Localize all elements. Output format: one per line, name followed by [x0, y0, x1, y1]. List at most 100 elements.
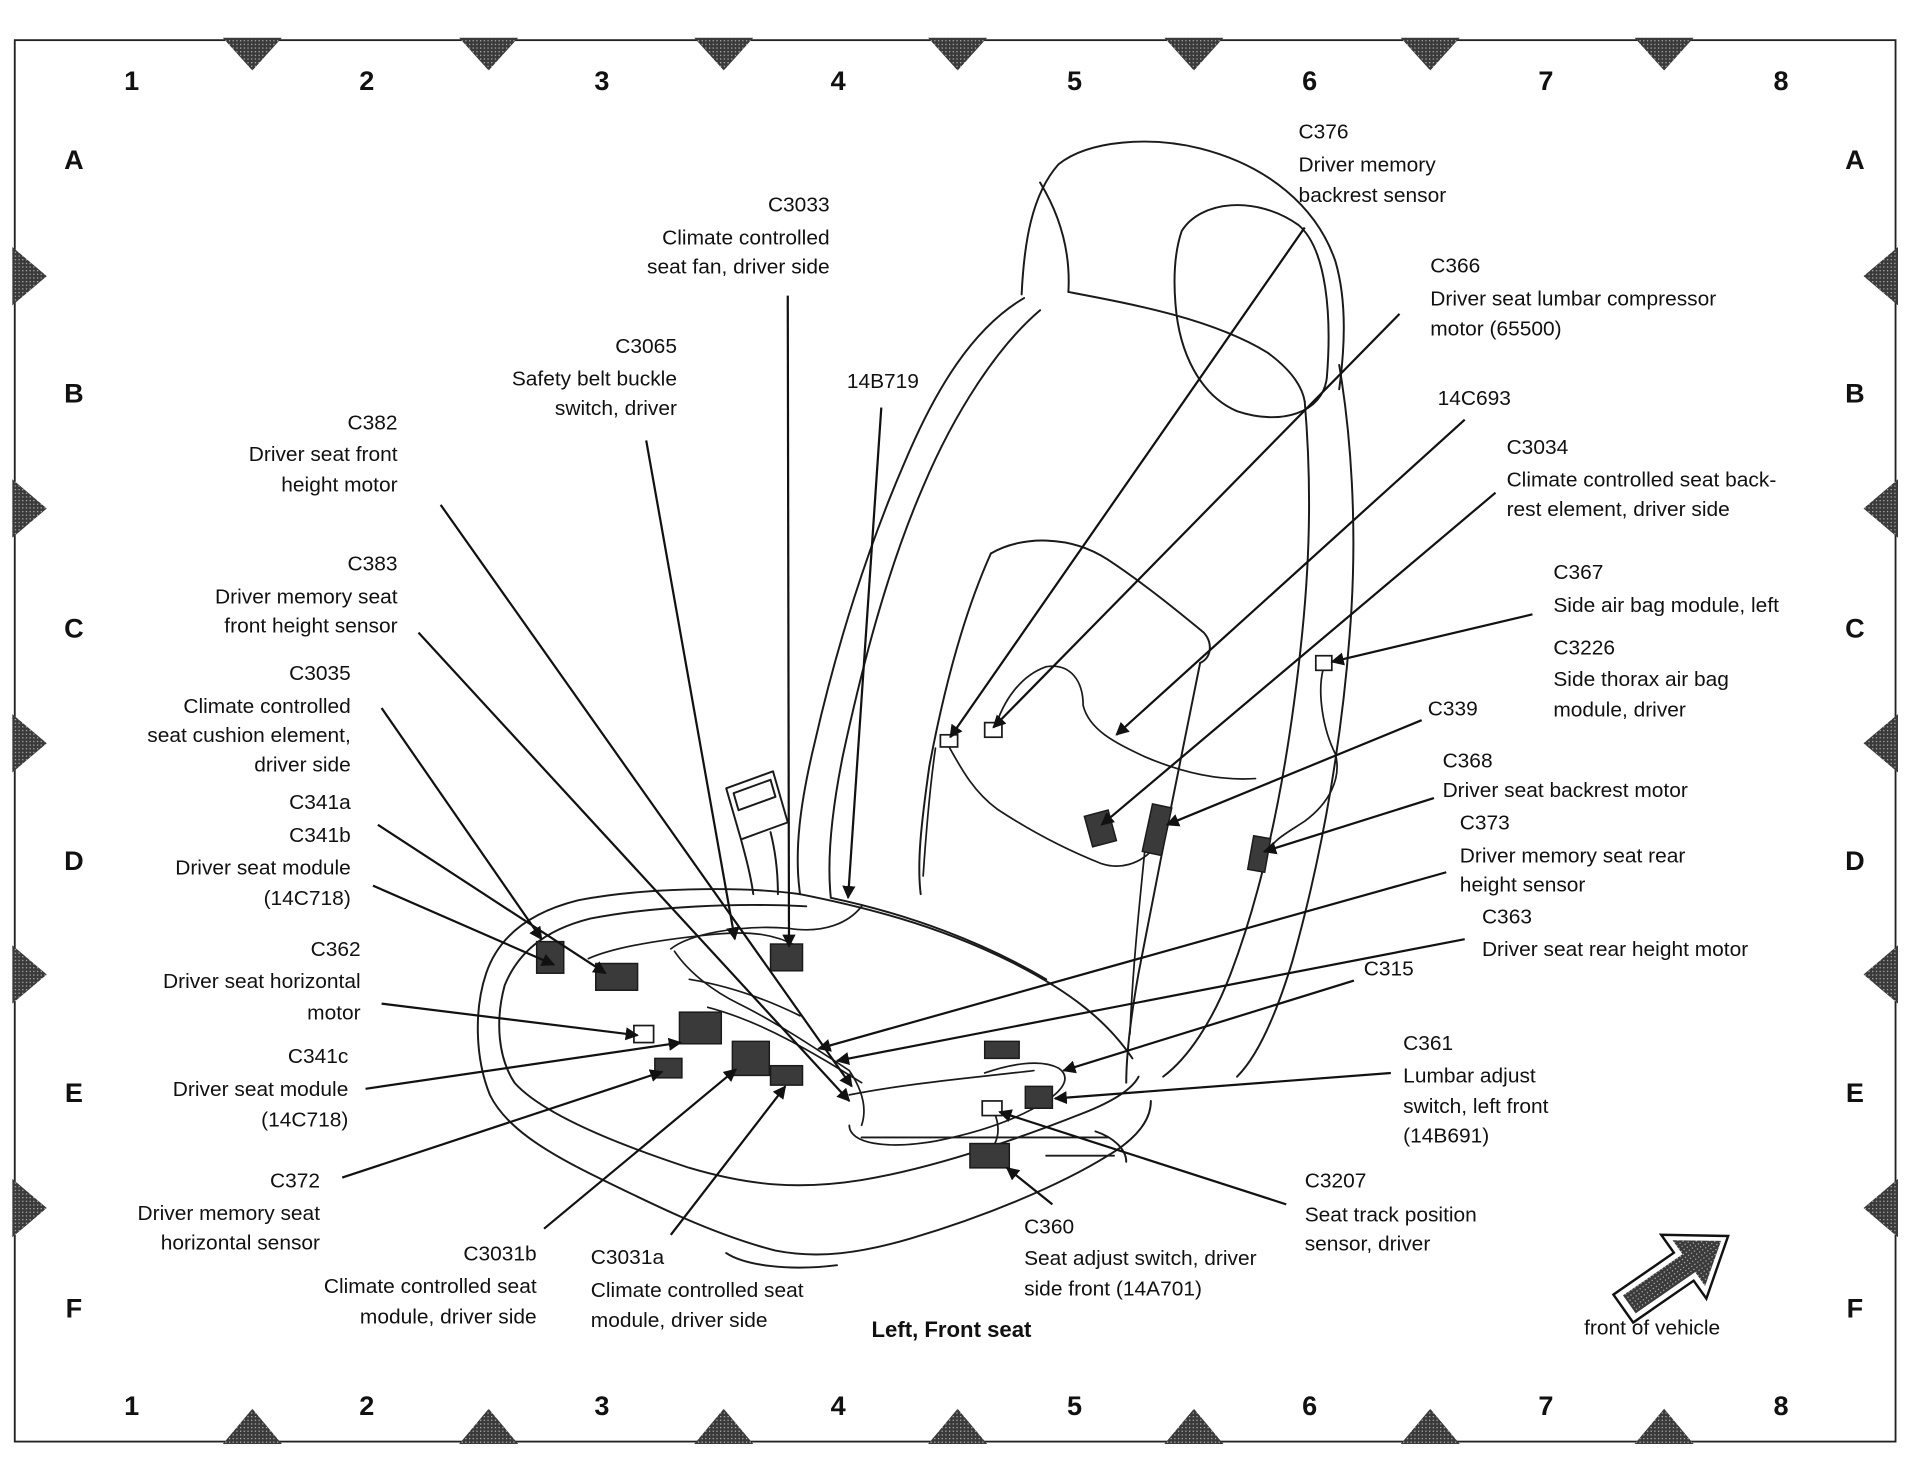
callout-c315: C315	[1062, 958, 1414, 1074]
callout-c3226: C3226 Side thorax air bag module, driver	[1553, 637, 1729, 722]
grid-row-label: A	[1845, 145, 1865, 175]
connector	[983, 721, 1003, 739]
callout-c361: C361 Lumbar adjust switch, left front (1…	[1053, 1032, 1549, 1147]
connector-description: (14C718)	[261, 1109, 348, 1132]
callout-c3031a: C3031a Climate controlled seat module, d…	[591, 1085, 804, 1332]
connector-description: Safety belt buckle	[512, 368, 677, 391]
grid-marker-triangle	[12, 479, 47, 538]
connector-id: C372	[270, 1169, 320, 1192]
connector-description: height sensor	[1460, 874, 1586, 897]
connector-description: horizontal sensor	[161, 1231, 320, 1254]
leader-line	[835, 938, 1465, 1065]
grid-row-label: D	[1845, 846, 1865, 876]
connector-id: C3226	[1553, 637, 1615, 660]
connector-id: C341c	[288, 1045, 348, 1068]
connector-description: seat cushion element,	[147, 724, 351, 747]
connector-id: C367	[1553, 561, 1603, 584]
callout-c339: C339	[1165, 697, 1478, 827]
grid-column-label: 7	[1538, 66, 1553, 96]
connector-description: Driver seat rear height motor	[1482, 938, 1748, 961]
grid-marker-triangle	[1400, 1408, 1460, 1445]
leader-line	[380, 707, 543, 941]
connector-id: C360	[1024, 1216, 1074, 1239]
connector	[1314, 654, 1333, 672]
diagram-caption: Left, Front seat	[871, 1317, 1032, 1342]
callout-14b719: 14B719	[842, 370, 919, 900]
connector	[981, 1100, 1003, 1117]
connector-description: side front (14A701)	[1024, 1278, 1202, 1301]
leader-line	[842, 407, 883, 900]
connector-id: C361	[1403, 1032, 1453, 1055]
connector	[969, 1142, 1011, 1169]
grid-marker-triangle	[1863, 246, 1898, 306]
front-of-vehicle-label: front of vehicle	[1584, 1317, 1720, 1340]
connector	[769, 1064, 804, 1086]
grid-column-label: 8	[1774, 66, 1789, 96]
grid-column-label: 4	[831, 66, 846, 96]
front-of-vehicle-arrow-icon	[1611, 1233, 1730, 1325]
grid-marker-triangle	[12, 714, 47, 773]
leader-line	[645, 440, 740, 941]
connector-description: Driver seat backrest motor	[1443, 779, 1688, 802]
leader-line	[417, 631, 851, 1102]
connector-id: C3031b	[463, 1242, 536, 1265]
leader-line	[817, 871, 1447, 1052]
connector-description: Lumbar adjust	[1403, 1065, 1536, 1088]
grid-column-label: 4	[831, 1391, 846, 1421]
connector-id: C3033	[768, 194, 830, 217]
connector-description: (14B691)	[1403, 1124, 1489, 1147]
grid-column-labels-top: 1 2 3 4 5 6 7 8	[124, 66, 1788, 96]
callout-c373: C373 Driver memory seat rear height sens…	[817, 812, 1685, 1052]
leader-line	[1330, 613, 1533, 666]
leader-line	[1165, 719, 1423, 827]
connector-description: Climate controlled	[662, 227, 829, 250]
connector-description: Side air bag module, left	[1553, 594, 1779, 617]
grid-column-label: 8	[1774, 1391, 1789, 1421]
grid-marker-triangle	[459, 37, 519, 71]
connector-description: switch, left front	[1403, 1095, 1549, 1118]
connector	[654, 1057, 683, 1079]
grid-marker-triangle	[694, 1408, 754, 1445]
grid-row-labels-left: A B C D E F	[64, 145, 84, 1323]
connector-id: C3031a	[591, 1246, 665, 1269]
connector-id: C366	[1430, 255, 1480, 278]
connector-description: module, driver	[1553, 699, 1686, 722]
connector-description: front height sensor	[224, 615, 397, 638]
grid-row-label: B	[1845, 379, 1865, 409]
grid-row-label: F	[1847, 1294, 1864, 1324]
callout-c341a-c341b: C341a C341b Driver seat module (14C718)	[175, 791, 607, 975]
grid-row-label: E	[65, 1078, 83, 1108]
connector-description: seat fan, driver side	[647, 256, 830, 279]
connector	[939, 733, 959, 748]
grid-marker-triangle	[1164, 37, 1224, 71]
grid-row-labels-right: A B C D E F	[1845, 145, 1865, 1323]
grid-marker-triangle	[12, 945, 47, 1004]
grid-row-label: C	[1845, 614, 1865, 644]
callout-c376: C376 Driver memory backrest sensor	[949, 121, 1446, 739]
connector	[595, 962, 639, 991]
connector-description: Seat track position	[1305, 1204, 1477, 1227]
connector-description: Driver seat module	[175, 857, 351, 880]
callout-c366: C366 Driver seat lumbar compressor motor…	[992, 255, 1716, 729]
grid-column-label: 3	[594, 1391, 609, 1421]
leader-line	[1005, 1167, 1054, 1206]
grid-column-label: 5	[1067, 1391, 1082, 1421]
callout-c368: C368 Driver seat backrest motor	[1262, 750, 1688, 855]
connector-description: Driver seat module	[173, 1078, 349, 1101]
grid-marker-triangle	[1634, 37, 1694, 71]
callout-c363: C363 Driver seat rear height motor	[835, 905, 1748, 1065]
callout-c383: C383 Driver memory seat front height sen…	[215, 553, 851, 1102]
connector-id: C362	[311, 938, 361, 961]
connector	[731, 1040, 771, 1077]
connector-description: rest element, driver side	[1507, 498, 1730, 521]
front-of-vehicle-indicator: front of vehicle	[1584, 1233, 1730, 1340]
connector-description: (14C718)	[264, 887, 351, 910]
seat-backrest	[796, 290, 1355, 1084]
callout-c3065: C3065 Safety belt buckle switch, driver	[512, 335, 740, 941]
connector-description: Seat adjust switch, driver	[1024, 1247, 1257, 1270]
connector-id: 14B719	[847, 370, 919, 393]
leader-line	[949, 226, 1306, 739]
connector-description: switch, driver	[555, 397, 677, 420]
callout-c372: C372 Driver memory seat horizontal senso…	[138, 1069, 664, 1254]
leader-line	[439, 504, 853, 1088]
